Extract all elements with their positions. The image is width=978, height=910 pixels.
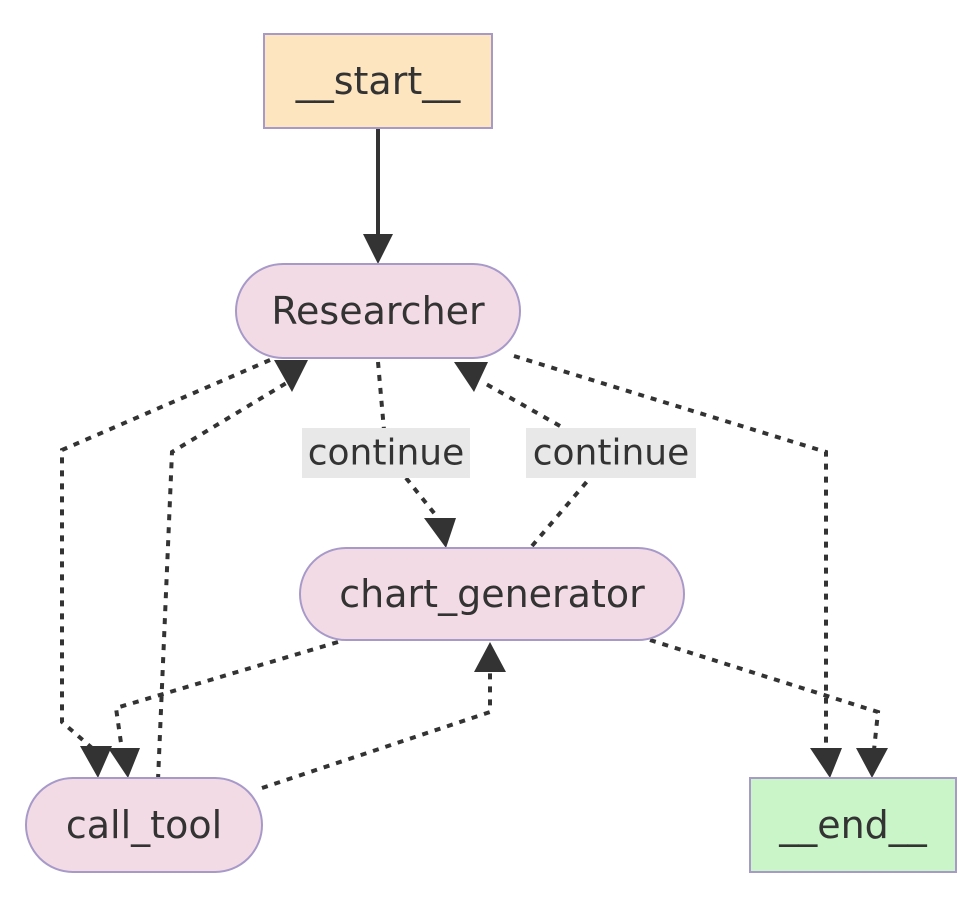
edge-start-to-researcher	[363, 128, 393, 264]
edge-label-continue-left: continue	[302, 428, 470, 478]
node-start[interactable]: __start__	[263, 33, 493, 129]
edge-researcher-to-call-tool	[60, 358, 271, 778]
edge-label-continue-right-text: continue	[533, 433, 690, 474]
edge-label-continue-left-text: continue	[308, 433, 465, 474]
edge-label-continue-right: continue	[526, 428, 696, 478]
node-researcher-label: Researcher	[271, 289, 485, 333]
node-call-tool-label: call_tool	[66, 803, 222, 847]
edge-researcher-to-chart-generator	[376, 361, 456, 548]
edge-call-tool-to-chart-generator	[261, 642, 506, 790]
edge-researcher-to-end	[513, 354, 842, 778]
node-chart-generator-label: chart_generator	[339, 572, 645, 616]
node-researcher[interactable]: Researcher	[235, 263, 521, 359]
node-start-label: __start__	[295, 59, 462, 103]
edge-chart-generator-to-researcher	[454, 362, 592, 548]
node-chart-generator[interactable]: chart_generator	[299, 547, 685, 641]
edge-chart-generator-to-end	[649, 638, 888, 778]
node-call-tool[interactable]: call_tool	[25, 777, 263, 873]
node-end[interactable]: __end__	[749, 777, 957, 873]
edge-call-tool-to-researcher	[156, 360, 308, 781]
node-end-label: __end__	[778, 803, 928, 847]
edge-chart-generator-to-call-tool	[108, 640, 339, 778]
